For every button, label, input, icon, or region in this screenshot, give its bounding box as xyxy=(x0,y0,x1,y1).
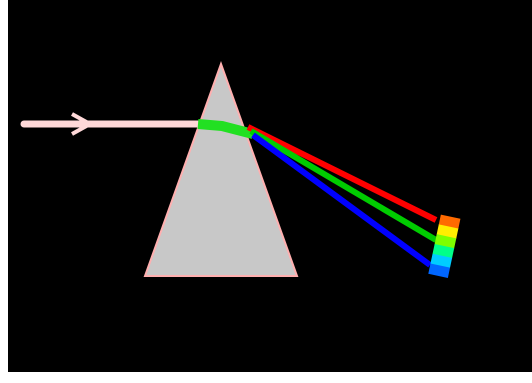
diagram-frame xyxy=(8,0,532,372)
diagram-canvas xyxy=(8,0,532,372)
black-background xyxy=(8,0,532,372)
